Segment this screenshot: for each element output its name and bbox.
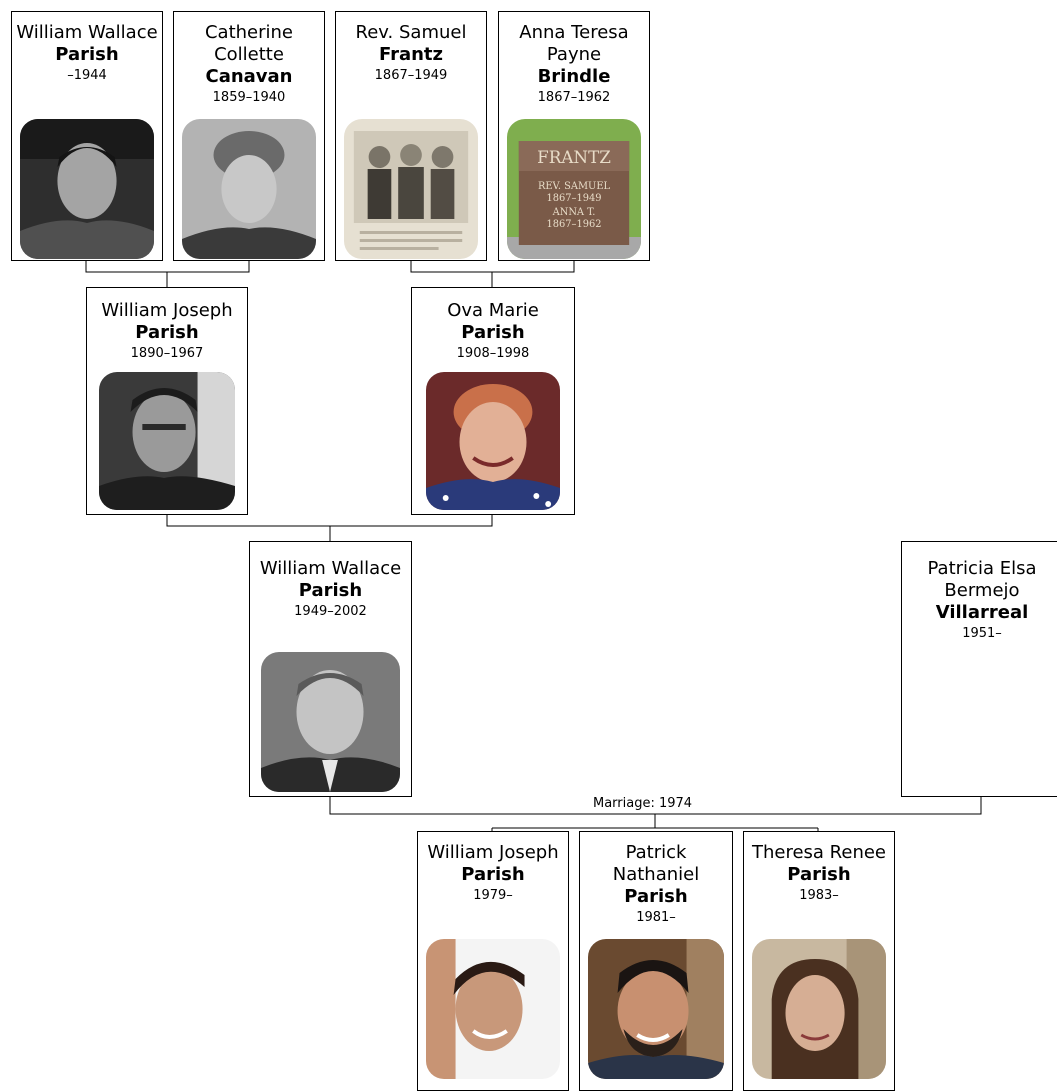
life-dates: 1859–1940 — [212, 90, 286, 105]
given-name: William Joseph — [427, 842, 559, 863]
person-card-ova-marie-parish[interactable]: Ova Marie Parish 1908–1998 — [411, 287, 575, 515]
surname: Parish — [461, 322, 525, 343]
svg-text:1867–1962: 1867–1962 — [547, 219, 602, 230]
svg-text:ANNA T.: ANNA T. — [552, 207, 596, 218]
headstone-photo: FRANTZ REV. SAMUEL 1867–1949 ANNA T. 186… — [507, 119, 641, 259]
person-card-william-wallace-parish-sr[interactable]: William Wallace Parish –1944 — [11, 11, 163, 261]
svg-text:REV. SAMUEL: REV. SAMUEL — [538, 181, 611, 192]
surname: Parish — [461, 864, 525, 885]
life-dates: 1981– — [636, 910, 676, 925]
portrait-photo — [426, 372, 560, 510]
life-dates: –1944 — [67, 68, 107, 83]
surname: Villarreal — [935, 602, 1029, 623]
life-dates: 1867–1962 — [537, 90, 611, 105]
person-card-rev-samuel-frantz[interactable]: Rev. Samuel Frantz 1867–1949 — [335, 11, 487, 261]
person-card-patricia-elsa-bermejo-villarreal[interactable]: Patricia Elsa Bermejo Villarreal 1951– — [901, 541, 1057, 797]
life-dates: 1890–1967 — [130, 346, 204, 361]
given-name: William Wallace — [16, 22, 158, 43]
given-name: Anna Teresa Payne — [519, 22, 629, 65]
surname: Canavan — [205, 66, 293, 87]
person-card-theresa-renee-parish[interactable]: Theresa Renee Parish 1983– — [743, 831, 895, 1091]
group-photo — [344, 119, 478, 259]
person-card-patrick-nathaniel-parish[interactable]: Patrick Nathaniel Parish 1981– — [579, 831, 733, 1091]
surname: Parish — [787, 864, 851, 885]
svg-text:1867–1949: 1867–1949 — [547, 193, 602, 204]
portrait-photo — [99, 372, 235, 510]
portrait-photo — [261, 652, 400, 792]
svg-text:FRANTZ: FRANTZ — [537, 147, 611, 167]
surname: Brindle — [537, 66, 611, 87]
portrait-photo — [752, 939, 886, 1079]
marriage-label: Marriage: 1974 — [593, 796, 693, 811]
life-dates: 1983– — [799, 888, 839, 903]
surname: Parish — [55, 44, 119, 65]
life-dates: 1908–1998 — [456, 346, 530, 361]
given-name: Patricia Elsa Bermejo — [927, 558, 1037, 601]
person-card-william-wallace-parish[interactable]: William Wallace Parish 1949–2002 — [249, 541, 412, 797]
given-name: Catherine Collette — [204, 22, 294, 65]
person-card-william-joseph-parish[interactable]: William Joseph Parish 1979– — [417, 831, 569, 1091]
given-name: William Joseph — [101, 300, 233, 321]
given-name: William Wallace — [259, 558, 402, 579]
portrait-photo — [588, 939, 724, 1079]
surname: Parish — [298, 580, 363, 601]
surname: Frantz — [378, 44, 444, 65]
life-dates: 1949–2002 — [294, 604, 367, 619]
given-name: Theresa Renee — [751, 842, 886, 863]
given-name: Patrick Nathaniel — [612, 842, 700, 885]
surname: Parish — [624, 886, 688, 907]
portrait-photo — [426, 939, 560, 1079]
given-name: Ova Marie — [447, 300, 539, 321]
surname: Parish — [135, 322, 199, 343]
person-card-william-joseph-parish-sr[interactable]: William Joseph Parish 1890–1967 — [86, 287, 248, 515]
portrait-photo — [20, 119, 154, 259]
portrait-photo — [182, 119, 316, 259]
life-dates: 1979– — [473, 888, 513, 903]
life-dates: 1951– — [962, 626, 1002, 641]
person-card-catherine-collette-canavan[interactable]: Catherine Collette Canavan 1859–1940 — [173, 11, 325, 261]
life-dates: 1867–1949 — [374, 68, 448, 83]
given-name: Rev. Samuel — [355, 22, 467, 43]
person-card-anna-teresa-payne-brindle[interactable]: Anna Teresa Payne Brindle 1867–1962 FRAN… — [498, 11, 650, 261]
